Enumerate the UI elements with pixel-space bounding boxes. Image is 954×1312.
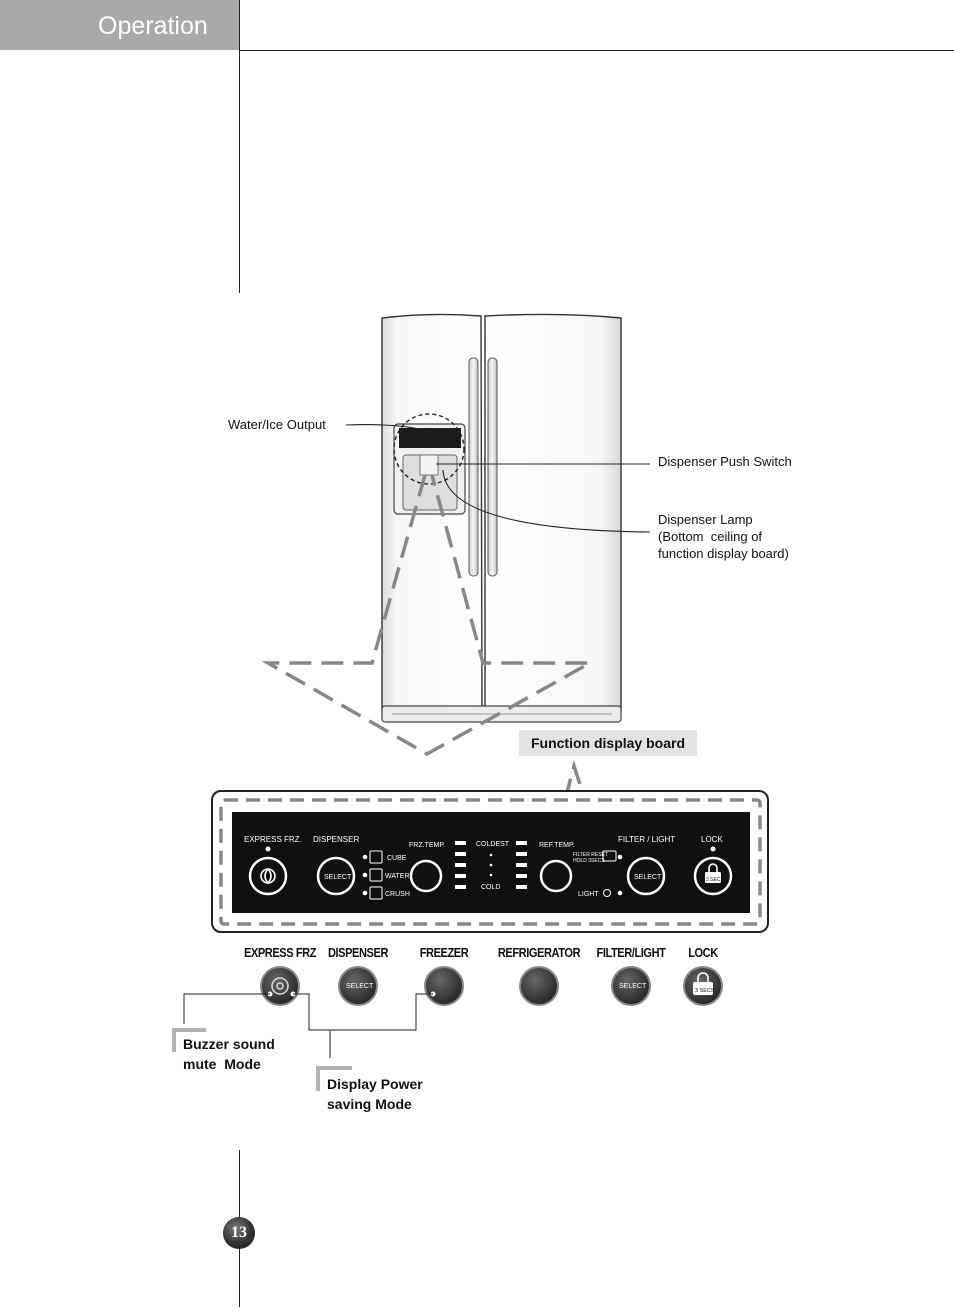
filter-light-button-select: SELECT [619,983,647,990]
callout-dispenser-lamp: Dispenser Lamp (Bottom ceiling of functi… [658,512,789,561]
header-tab [0,0,240,50]
refrigerator-button [519,966,559,1006]
projection-dashes [261,474,597,801]
display-power-saving-mode-label: Display Power saving Mode [327,1076,423,1112]
freezer-button [424,966,464,1006]
margin-rule-top [239,0,240,293]
lock-button-3secs: 3 SECS [695,988,715,994]
function-display-board-label: Function display board [519,730,697,756]
dispenser-button [338,966,378,1006]
fridge-handle [487,357,498,577]
button-label-freezer: FREEZER [419,945,469,960]
buzzer-mute-mode-label: Buzzer sound mute Mode [183,1036,275,1072]
filter-light-button [611,966,651,1006]
button-label-refrigerator: REFRIGERATOR [497,945,581,960]
button-label-dispenser: DISPENSER [327,945,389,960]
callout-water-ice-output: Water/Ice Output [228,417,326,432]
dispenser-highlight-circle [393,413,465,485]
button-label-lock: LOCK [688,945,718,960]
fridge-door [484,313,622,713]
button-label-filter-light: FILTER/LIGHT [596,945,666,960]
page-number: 13 [223,1217,255,1249]
callout-dispenser-push-switch: Dispenser Push Switch [658,454,792,469]
dispenser-button-select: SELECT [346,983,374,990]
header-divider [240,50,954,51]
lock-button-icon [693,982,713,995]
express-frz-button-icon [271,977,289,995]
express-frz-button [260,966,300,1006]
button-label-express-frz: EXPRESS FRZ [243,945,317,960]
freezer-handle [468,357,479,577]
page-title: Operation [98,12,208,40]
